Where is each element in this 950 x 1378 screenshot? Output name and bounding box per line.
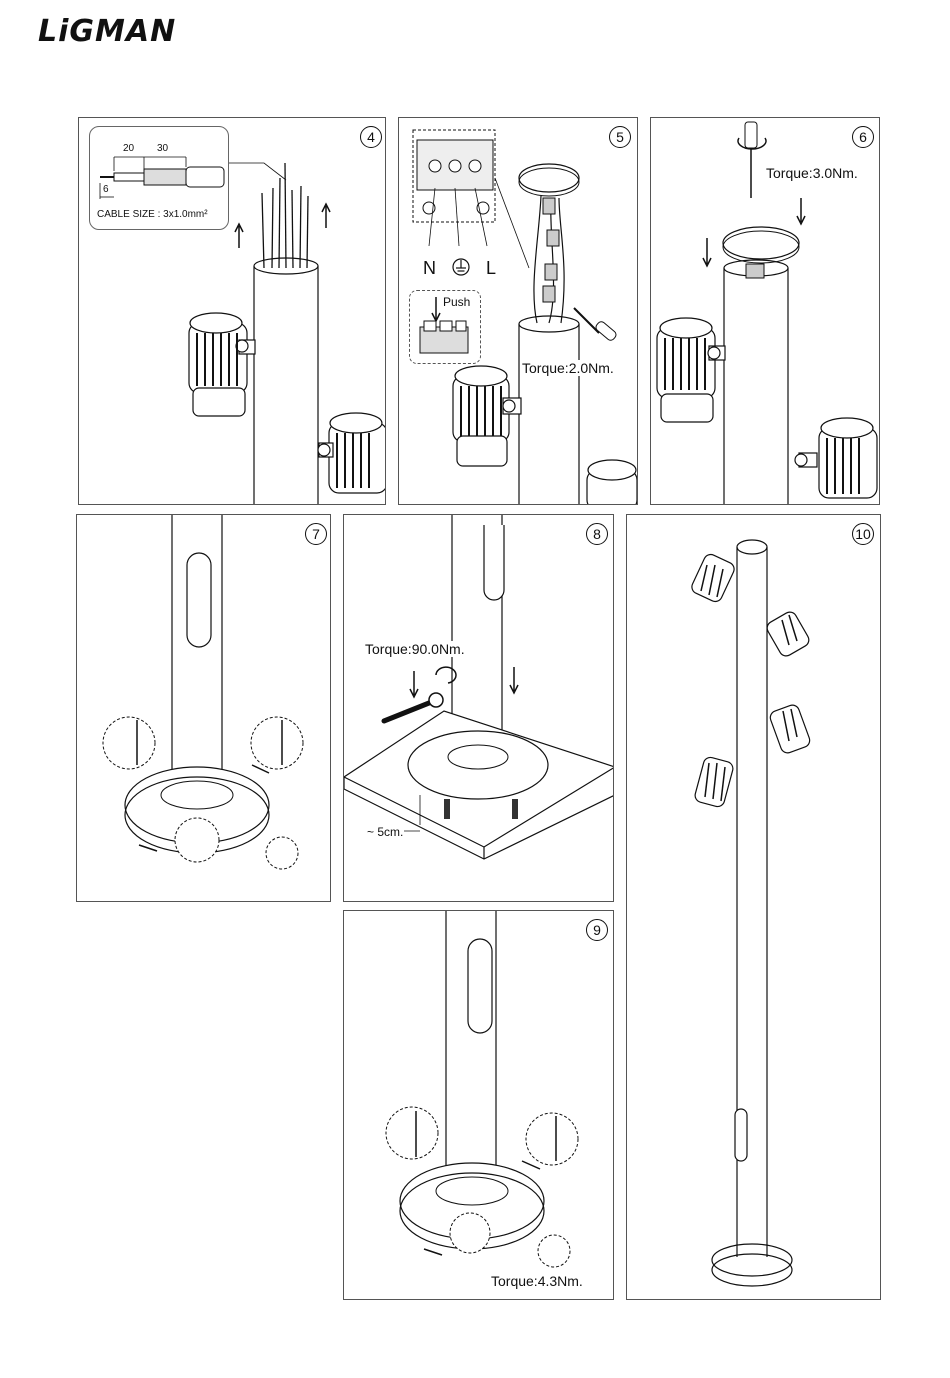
step-10-panel: 10 (626, 514, 881, 1300)
step-7-drawing (77, 515, 331, 902)
cable-size-label: CABLE SIZE : 3x1.0mm² (96, 209, 209, 220)
step-8-drawing (344, 515, 614, 902)
step-number-6: 6 (852, 126, 874, 148)
cable-dimension-20: 20 (122, 143, 135, 154)
cable-size-callout: 20 30 6 CABLE SIZE : 3x1.0mm² (89, 126, 229, 230)
push-label: Push (442, 295, 471, 309)
step-10-drawing (627, 515, 881, 1300)
cable-dimension-6: 6 (102, 184, 110, 195)
step-5-panel: N L Push Torque:2.0Nm. 5 (398, 117, 638, 505)
step-6-torque: Torque:3.0Nm. (765, 165, 859, 181)
step-number-7: 7 (305, 523, 327, 545)
step-4-panel: 20 30 6 CABLE SIZE : 3x1.0mm² 4 (78, 117, 386, 505)
ligman-logo: LiGMAN (38, 14, 176, 49)
cable-dimension-30: 30 (156, 143, 169, 154)
step-5-torque: Torque:2.0Nm. (521, 360, 615, 376)
step-8-panel: Torque:90.0Nm. ~ 5cm. 8 (343, 514, 614, 902)
step-8-torque: Torque:90.0Nm. (364, 641, 466, 657)
step-number-8: 8 (586, 523, 608, 545)
step-9-drawing (344, 911, 614, 1300)
push-terminal-callout: Push (409, 290, 481, 364)
neutral-label: N (422, 258, 437, 279)
step-6-panel: Torque:3.0Nm. 6 (650, 117, 880, 505)
step-9-torque: Torque:4.3Nm. (490, 1273, 584, 1289)
live-label: L (485, 258, 497, 279)
step-9-panel: Torque:4.3Nm. 9 (343, 910, 614, 1300)
anchor-depth-label: ~ 5cm. (366, 825, 404, 839)
step-number-5: 5 (609, 126, 631, 148)
step-7-panel: 7 (76, 514, 331, 902)
step-number-9: 9 (586, 919, 608, 941)
step-number-4: 4 (360, 126, 382, 148)
step-number-10: 10 (852, 523, 874, 545)
